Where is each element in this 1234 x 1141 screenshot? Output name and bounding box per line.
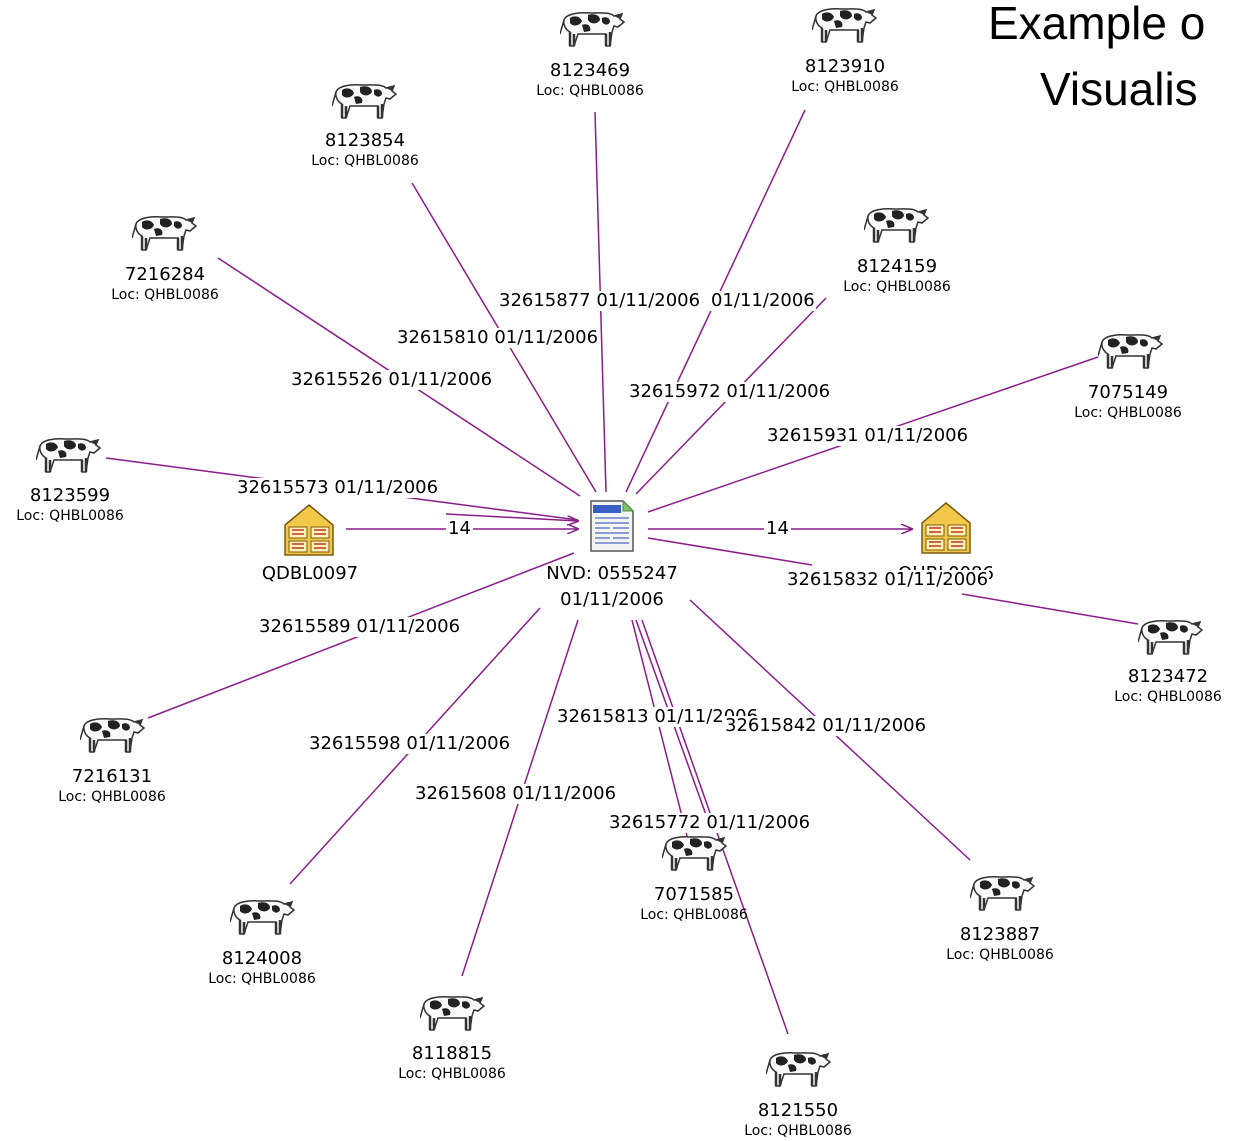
transaction-label: 32615608 01/11/2006 (414, 783, 618, 804)
cow-icon[interactable] (862, 206, 930, 246)
hub-date: 01/11/2006 (560, 589, 664, 610)
slide-title-line1: Example o (988, 0, 1206, 49)
cattle-location: Loc: QHBL0086 (311, 153, 419, 169)
cattle-location: Loc: QHBL0086 (640, 907, 748, 923)
document-icon[interactable] (589, 499, 635, 553)
transaction-label: 32615810 01/11/2006 (396, 327, 600, 348)
cattle-id: 8124008 (221, 948, 303, 969)
transaction-label: 32615832 01/11/2006 (786, 569, 990, 590)
slide-title-line2: Visualis (1040, 63, 1198, 115)
barn-icon[interactable] (920, 501, 972, 555)
cattle-id: 7216284 (124, 264, 206, 285)
cattle-location: Loc: QHBL0086 (1114, 689, 1222, 705)
transaction-label: 32615772 01/11/2006 (608, 812, 812, 833)
hub-id: NVD: 0555247 (546, 563, 678, 584)
transaction-label: 32615813 01/11/2006 (556, 706, 760, 727)
cattle-id: 8118815 (411, 1043, 493, 1064)
cattle-location: Loc: QHBL0086 (398, 1066, 506, 1082)
cow-icon[interactable] (810, 6, 878, 46)
cattle-id: 7075149 (1087, 382, 1169, 403)
cow-icon[interactable] (228, 898, 296, 938)
transaction-label: 32615598 01/11/2006 (308, 733, 512, 754)
cattle-id: 8121550 (757, 1100, 839, 1121)
cattle-location: Loc: QHBL0086 (1074, 405, 1182, 421)
transaction-label: 32615842 01/11/2006 (724, 715, 928, 736)
transaction-label: 32615589 01/11/2006 (258, 616, 462, 637)
cattle-id: 8123469 (549, 60, 631, 81)
transaction-label: 32615877 01/11/2006 (498, 290, 702, 311)
property-label-source: QDBL0097 (261, 563, 359, 584)
cattle-location: Loc: QHBL0086 (58, 789, 166, 805)
edge-arrow (445, 513, 578, 521)
cow-icon[interactable] (660, 834, 728, 874)
cow-icon[interactable] (330, 82, 398, 122)
cow-icon[interactable] (78, 716, 146, 756)
cattle-location: Loc: QHBL0086 (208, 971, 316, 987)
barn-icon[interactable] (283, 503, 335, 557)
cow-icon[interactable] (130, 214, 198, 254)
cow-icon[interactable] (558, 10, 626, 50)
edge-line (961, 593, 1139, 625)
cow-icon[interactable] (418, 994, 486, 1034)
cow-icon[interactable] (34, 436, 102, 476)
cow-icon[interactable] (764, 1050, 832, 1090)
transaction-label: 01/11/2006 (710, 290, 816, 311)
cow-icon[interactable] (968, 874, 1036, 914)
flow-count-in: 14 (446, 518, 473, 539)
cattle-id: 7071585 (653, 884, 735, 905)
cattle-id: 8124159 (856, 256, 938, 277)
cattle-id: 8123599 (29, 485, 111, 506)
transaction-label: 32615931 01/11/2006 (766, 425, 970, 446)
cattle-id: 8123910 (804, 56, 886, 77)
edge-line (631, 619, 689, 841)
transaction-label: 32615526 01/11/2006 (290, 369, 494, 390)
cattle-location: Loc: QHBL0086 (843, 279, 951, 295)
cattle-location: Loc: QHBL0086 (744, 1123, 852, 1139)
cattle-location: Loc: QHBL0086 (791, 79, 899, 95)
flow-count-out: 14 (764, 518, 791, 539)
edge-line (647, 537, 813, 566)
cattle-location: Loc: QHBL0086 (946, 947, 1054, 963)
cattle-id: 7216131 (71, 766, 153, 787)
cattle-id: 8123472 (1127, 666, 1209, 687)
cattle-location: Loc: QHBL0086 (16, 508, 124, 524)
transaction-label: 32615972 01/11/2006 (628, 381, 832, 402)
cattle-id: 8123887 (959, 924, 1041, 945)
transaction-label: 32615573 01/11/2006 (236, 477, 440, 498)
cattle-location: Loc: QHBL0086 (536, 83, 644, 99)
cattle-location: Loc: QHBL0086 (111, 287, 219, 303)
cow-icon[interactable] (1136, 618, 1204, 658)
cow-icon[interactable] (1096, 332, 1164, 372)
hub-label: NVD: 0555247 01/11/2006 (532, 561, 692, 613)
cattle-id: 8123854 (324, 130, 406, 151)
